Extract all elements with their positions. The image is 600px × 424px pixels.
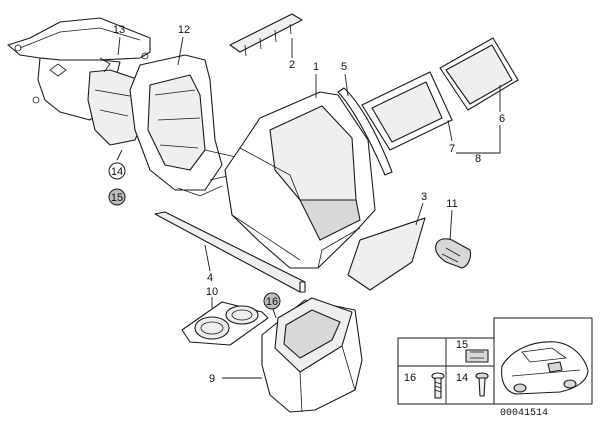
part-2-rail-strip (229, 13, 303, 57)
callout-5: 5 (341, 61, 347, 73)
svg-text:16: 16 (404, 372, 416, 384)
reference-number: 00041514 (500, 408, 548, 419)
callout-12: 12 (178, 24, 190, 36)
part-5-trim-strip (337, 87, 393, 176)
part-6-cover-lid (439, 37, 519, 111)
callout-8: 8 (475, 153, 481, 165)
part-12-support-frame (129, 54, 241, 197)
callout-15: 15 (111, 192, 123, 204)
callout-1: 1 (313, 61, 319, 73)
part-10-cupholder (181, 301, 269, 346)
legend-14: 14 (456, 372, 489, 397)
callout-7: 7 (449, 143, 455, 155)
callouts: 13 12 2 1 5 6 7 8 3 11 4 10 9 14 15 16 (108, 24, 505, 385)
callout-2: 2 (289, 59, 295, 71)
callout-4: 4 (207, 272, 213, 284)
legend-15: 15 (456, 339, 489, 363)
callout-16: 16 (266, 296, 278, 308)
svg-text:15: 15 (456, 339, 468, 351)
vehicle-thumbnail (493, 317, 593, 405)
callout-14: 14 (111, 166, 123, 178)
svg-text:14: 14 (456, 372, 468, 384)
part-3-panel (347, 217, 426, 291)
part-7-bezel (361, 71, 453, 151)
callout-6: 6 (499, 113, 505, 125)
part-4-side-trim (154, 211, 306, 293)
callout-13: 13 (113, 24, 125, 36)
part-9-storage-box (261, 297, 363, 413)
legend-16: 16 (404, 372, 445, 399)
callout-10: 10 (206, 286, 218, 298)
callout-3: 3 (421, 191, 427, 203)
callout-11: 11 (446, 198, 457, 210)
fastener-legend: 15 16 14 (397, 337, 495, 405)
leader-lines (116, 36, 501, 379)
part-13-bracket (7, 17, 151, 146)
part-1-console-housing (224, 91, 376, 269)
callout-9: 9 (209, 373, 215, 385)
part-11-clip (435, 238, 472, 269)
